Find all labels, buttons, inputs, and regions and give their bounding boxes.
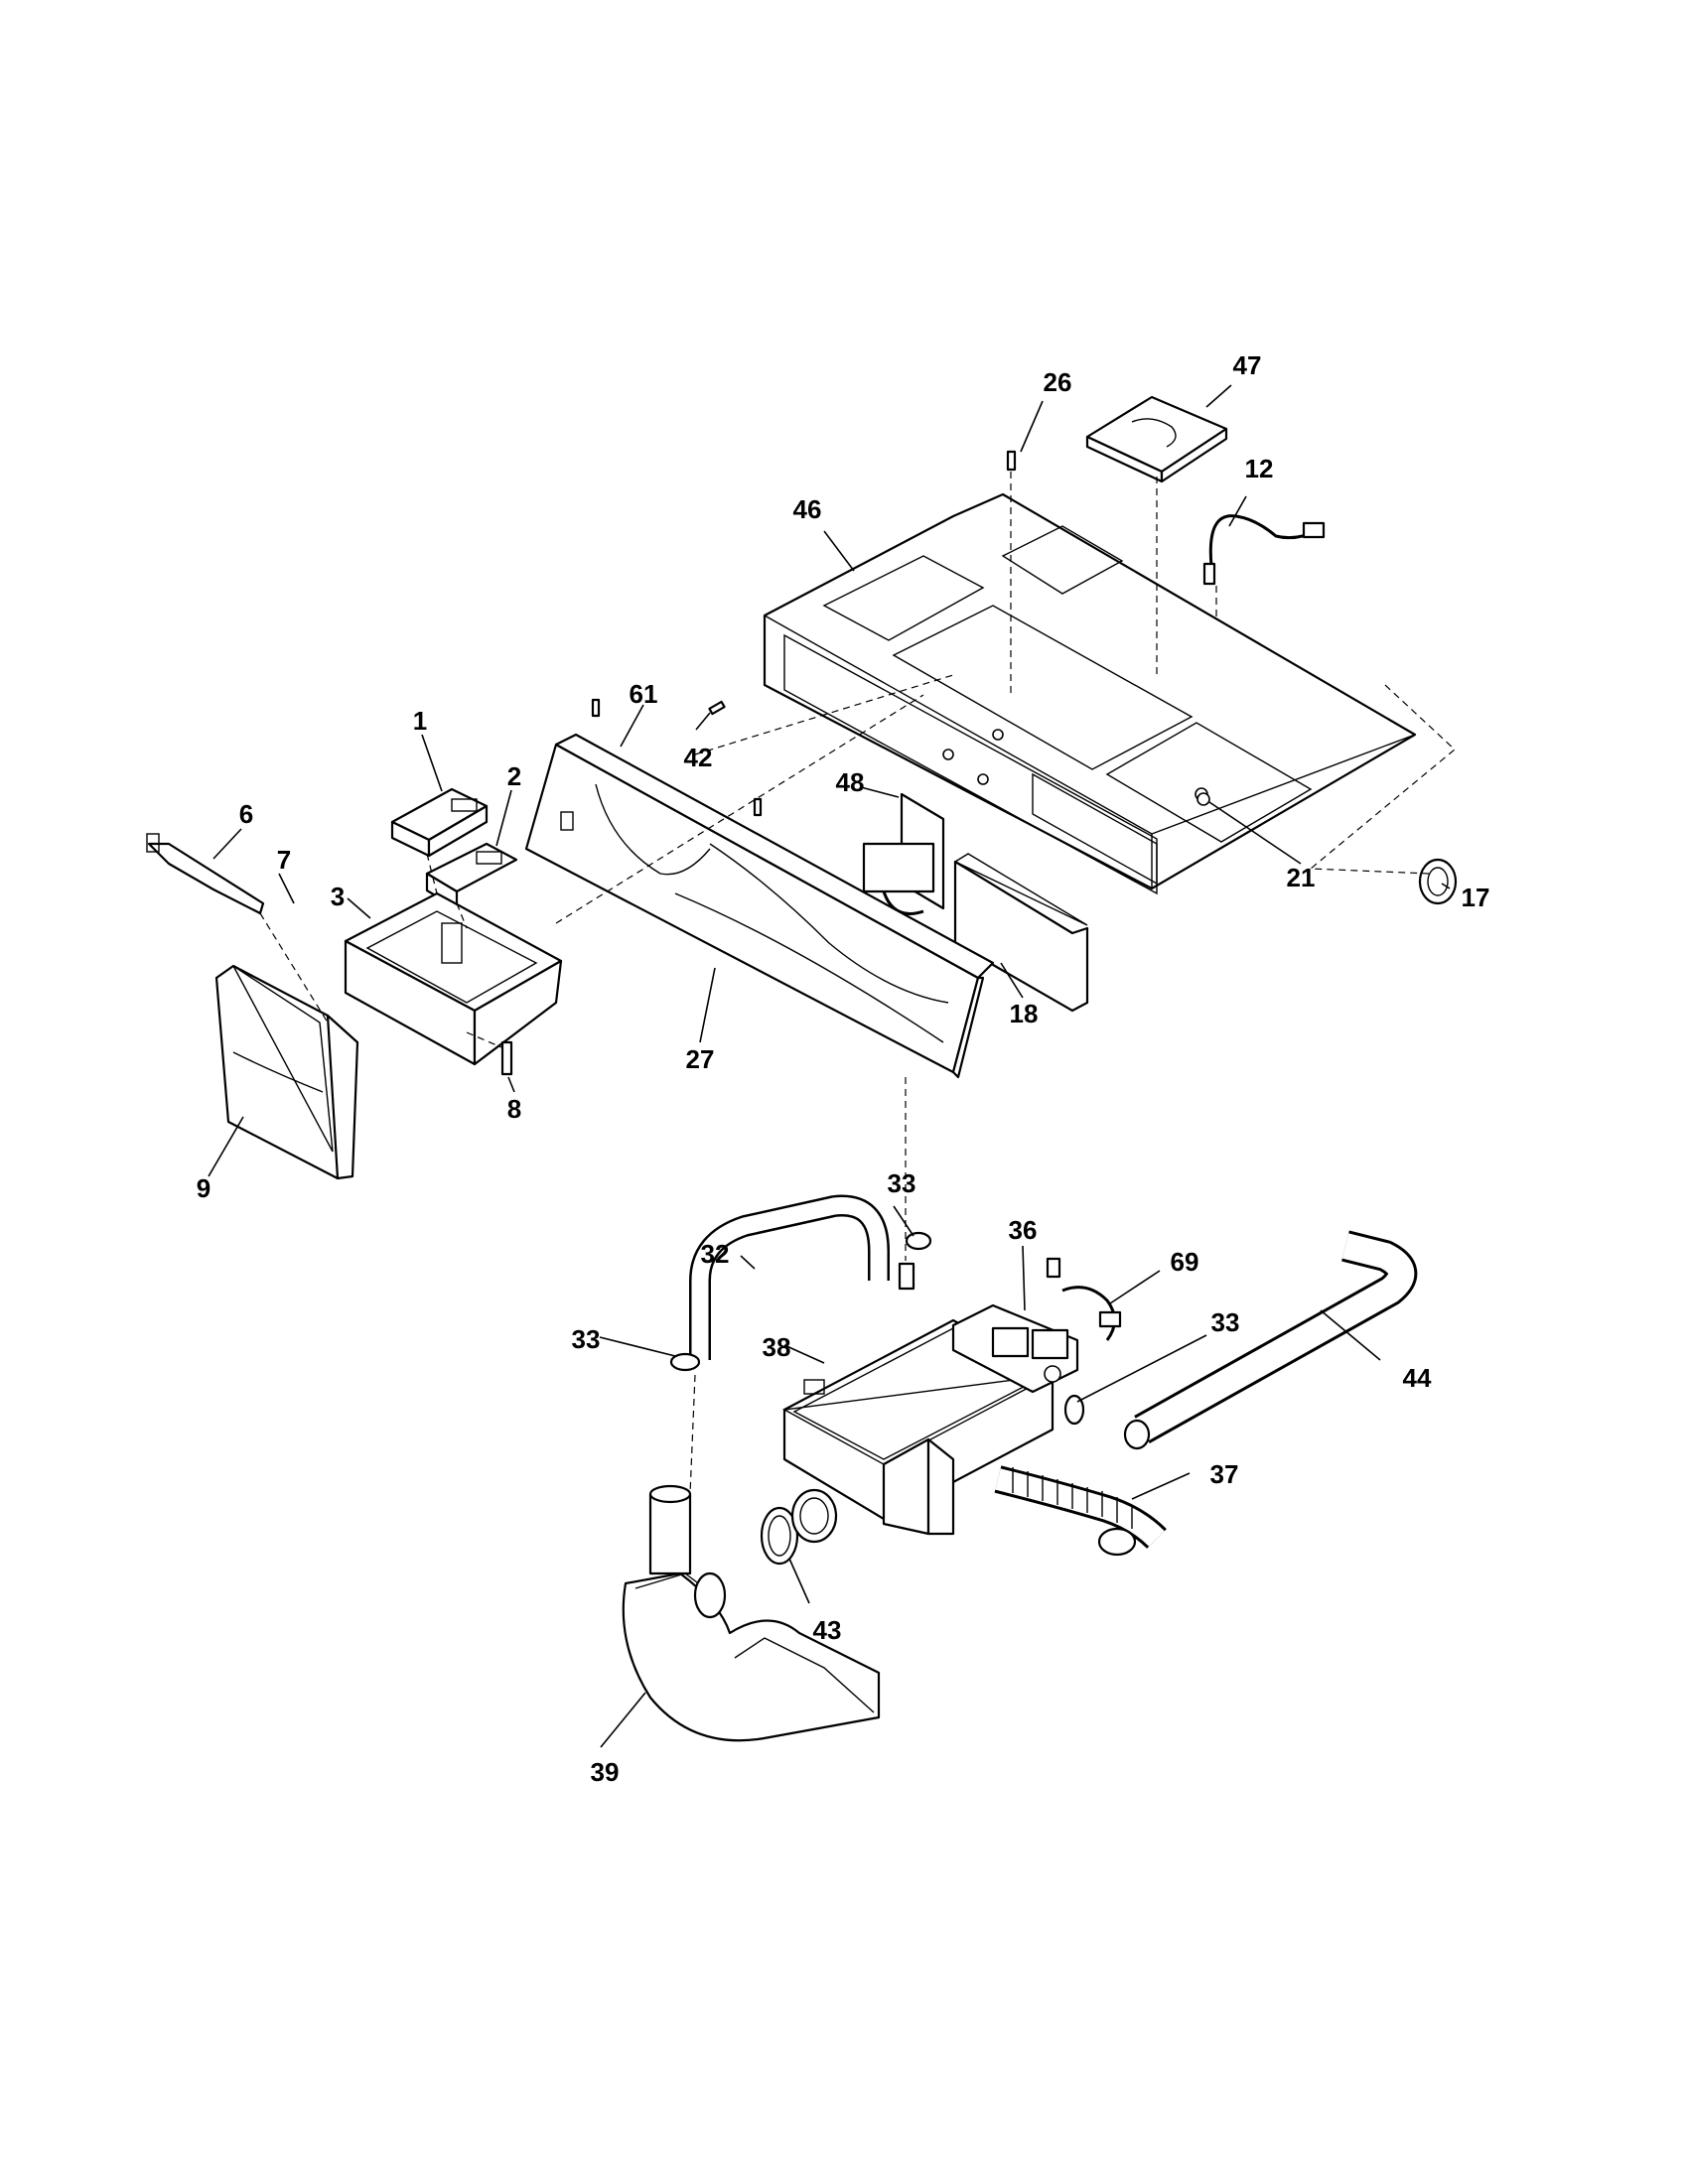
callout-61: 61 <box>630 679 658 709</box>
dispenser-cap-1 <box>390 787 489 858</box>
callout-12: 12 <box>1245 454 1274 483</box>
callout-44: 44 <box>1403 1363 1432 1393</box>
seal-ring-43 <box>760 1488 838 1566</box>
drain-hose-44 <box>1123 1230 1418 1450</box>
drain-duct-39 <box>622 1484 881 1742</box>
dispenser-housing <box>781 1318 1055 1536</box>
callout-38: 38 <box>763 1332 791 1362</box>
reference-lines <box>259 472 1456 1495</box>
callout-21: 21 <box>1287 863 1316 892</box>
callout-18: 18 <box>1010 999 1039 1028</box>
water-valve <box>951 1257 1122 1394</box>
callout-47: 47 <box>1233 350 1262 380</box>
callout-48: 48 <box>836 767 865 797</box>
top-cover-pad <box>1085 395 1228 483</box>
lever-6 <box>146 833 265 915</box>
callout-17: 17 <box>1462 883 1490 912</box>
drawer-handle-9 <box>214 964 359 1180</box>
top-panel <box>763 492 1417 895</box>
callout-3: 3 <box>331 882 345 911</box>
callout-33b: 33 <box>572 1324 601 1354</box>
callout-27: 27 <box>686 1044 715 1074</box>
callout-43: 43 <box>813 1615 842 1645</box>
dispenser-drawer <box>344 891 563 1066</box>
callout-46: 46 <box>793 494 822 524</box>
console-panel <box>524 733 995 1079</box>
callout-26: 26 <box>1044 367 1072 397</box>
callout-9: 9 <box>197 1173 211 1203</box>
callout-2: 2 <box>507 761 521 791</box>
callout-8: 8 <box>507 1094 521 1124</box>
callout-39: 39 <box>591 1757 620 1787</box>
screw-26 <box>1006 450 1017 472</box>
callout-42: 42 <box>684 743 713 772</box>
corrugated-hose-37 <box>994 1465 1167 1557</box>
nut-21 <box>1196 792 1210 806</box>
screws <box>591 698 763 817</box>
callout-37: 37 <box>1210 1459 1239 1489</box>
callout-36: 36 <box>1009 1215 1038 1245</box>
spring-8 <box>500 1040 513 1076</box>
callout-32: 32 <box>701 1239 730 1269</box>
leader-lines <box>208 384 1451 1748</box>
hose-clamps <box>669 1231 1085 1426</box>
callout-1: 1 <box>413 706 427 736</box>
callout-69: 69 <box>1171 1247 1199 1277</box>
wire-harness <box>1202 514 1326 586</box>
callout-7: 7 <box>277 845 291 875</box>
hose-32 <box>689 1194 915 1360</box>
callout-33a: 33 <box>888 1168 916 1198</box>
callout-labels: 47 26 12 46 61 42 1 2 6 7 3 48 21 17 18 … <box>197 350 1490 1787</box>
callout-6: 6 <box>239 799 253 829</box>
pressure-switch <box>1418 858 1458 905</box>
callout-33c: 33 <box>1211 1307 1240 1337</box>
